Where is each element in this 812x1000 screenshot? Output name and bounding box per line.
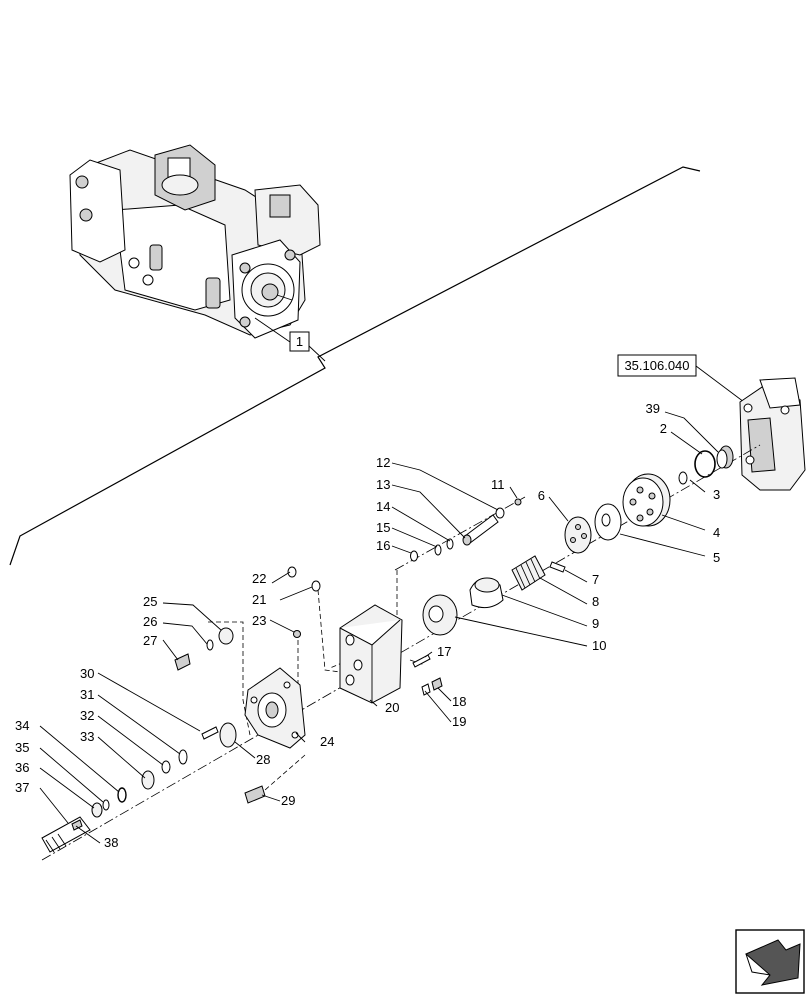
part-17	[412, 654, 431, 668]
label-5: 5	[713, 550, 720, 565]
part-9	[469, 577, 504, 609]
pump-assembly-illustration	[69, 144, 321, 339]
label-23: 23	[252, 613, 266, 628]
part-4	[622, 473, 671, 527]
label-2: 2	[660, 421, 667, 436]
leader-lines	[39, 411, 719, 844]
svg-text:35.106.040: 35.106.040	[624, 358, 689, 373]
label-17: 17	[437, 644, 451, 659]
label-33: 33	[80, 729, 94, 744]
next-page-arrow-icon[interactable]	[735, 929, 805, 994]
part-7	[549, 561, 566, 573]
label-36: 36	[15, 760, 29, 775]
part-33	[141, 770, 155, 790]
part-28	[219, 722, 237, 748]
part-6	[564, 516, 592, 554]
label-38: 38	[104, 835, 118, 850]
label-26: 26	[143, 614, 157, 629]
part-38	[71, 819, 83, 831]
label-11: 11	[491, 477, 505, 492]
label-27: 27	[143, 633, 157, 648]
part-3	[678, 471, 688, 485]
part-22	[287, 566, 297, 578]
label-12: 12	[376, 455, 390, 470]
part-26	[206, 639, 214, 651]
part-31	[178, 749, 188, 765]
label-16: 16	[376, 538, 390, 553]
part-12	[495, 507, 505, 519]
part-10	[422, 594, 458, 636]
label-28: 28	[256, 752, 270, 767]
part-36	[91, 802, 103, 818]
label-21: 21	[252, 592, 266, 607]
label-32: 32	[80, 708, 94, 723]
label-20: 20	[385, 700, 399, 715]
part-2	[694, 450, 716, 478]
label-19: 19	[452, 714, 466, 729]
label-37: 37	[15, 780, 29, 795]
label-34: 34	[15, 718, 29, 733]
part-20	[339, 604, 403, 704]
part-37	[41, 816, 91, 853]
part-27	[174, 653, 191, 671]
assembly-callout: 1	[254, 317, 326, 362]
part-34	[117, 787, 127, 803]
label-3: 3	[713, 487, 720, 502]
part-32	[161, 760, 171, 774]
label-15: 15	[376, 520, 390, 535]
part-35	[102, 799, 110, 811]
reference-box: 35.106.040	[617, 354, 745, 403]
label-18: 18	[452, 694, 466, 709]
label-39: 39	[646, 401, 660, 416]
control-valve-illustration	[739, 377, 806, 491]
svg-text:1: 1	[296, 334, 303, 349]
label-7: 7	[592, 572, 599, 587]
label-13: 13	[376, 477, 390, 492]
part-30	[201, 726, 219, 740]
label-31: 31	[80, 687, 94, 702]
part-16	[410, 550, 418, 562]
part-18	[431, 677, 443, 691]
label-4: 4	[713, 525, 720, 540]
part-21	[311, 580, 321, 592]
label-6: 6	[538, 488, 545, 503]
label-29: 29	[281, 793, 295, 808]
part-labels: 39 2 3 4 5 6 7 8 9 10 11 12 13 14 15 16 …	[15, 401, 720, 850]
part-23	[293, 630, 301, 638]
part-8	[511, 555, 546, 591]
label-25: 25	[143, 594, 157, 609]
part-19	[421, 683, 431, 696]
part-39	[716, 445, 734, 469]
label-35: 35	[15, 740, 29, 755]
part-25	[218, 627, 234, 645]
label-14: 14	[376, 499, 390, 514]
part-15	[434, 544, 442, 556]
part-11	[514, 498, 522, 506]
section-break-line	[9, 166, 701, 566]
label-22: 22	[252, 571, 266, 586]
label-10: 10	[592, 638, 606, 653]
part-24	[244, 667, 306, 749]
label-8: 8	[592, 594, 599, 609]
part-13	[462, 514, 499, 546]
label-30: 30	[80, 666, 94, 681]
part-14	[446, 538, 454, 550]
label-24: 24	[320, 734, 334, 749]
part-29	[244, 785, 266, 804]
label-9: 9	[592, 616, 599, 631]
